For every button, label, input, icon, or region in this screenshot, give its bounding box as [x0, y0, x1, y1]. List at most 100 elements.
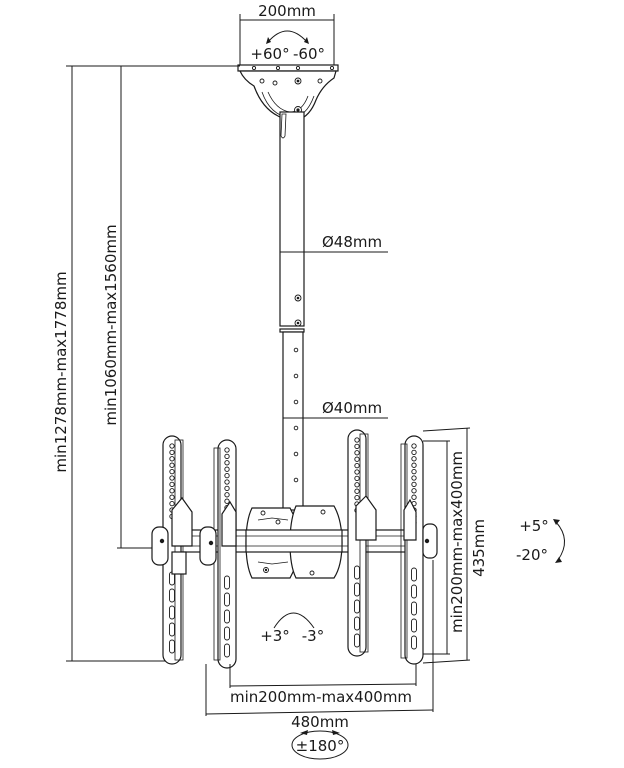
- mount-hole: [411, 468, 417, 475]
- ceiling-plate-dimension: 200mm +60° -60°: [239, 2, 335, 66]
- tilt-arc-icon: [555, 521, 565, 561]
- mount-hole: [354, 450, 360, 456]
- mount-hole: [411, 481, 417, 488]
- roll-minus-label: -3°: [302, 627, 324, 645]
- mount-slot: [354, 599, 360, 614]
- lower-pole-diameter-dimension: Ø40mm: [283, 399, 388, 419]
- mount-slot: [411, 635, 417, 650]
- upper-pole-diameter-label: Ø48mm: [322, 233, 382, 251]
- vesa-horizontal-dimension: min200mm-max400mm: [229, 664, 417, 706]
- bracket-arm-right-rear: [347, 429, 369, 657]
- tilt-plus-label: +5°: [519, 517, 549, 535]
- mount-slot: [224, 609, 230, 624]
- roll-plus-label: +3°: [260, 627, 290, 645]
- mount-slot: [169, 639, 175, 654]
- mount-slot: [169, 622, 175, 637]
- mount-hole: [411, 449, 417, 456]
- rotation-label: ±180°: [296, 737, 345, 755]
- mount-hole: [169, 449, 175, 456]
- mount-slot: [354, 565, 360, 580]
- mount-hole: [224, 498, 230, 504]
- mount-hole: [224, 447, 230, 453]
- ceiling-plate-width-label: 200mm: [258, 2, 316, 20]
- rotation-ellipse-icon: [291, 730, 349, 760]
- arrow-head-icon: [266, 37, 271, 44]
- roll-arc-icon: [273, 612, 315, 629]
- mount-hole: [169, 468, 175, 475]
- mount-hole: [354, 494, 360, 501]
- swivel-arc-icon: [267, 30, 308, 43]
- mount-slot: [169, 588, 175, 603]
- mount-hole: [354, 456, 360, 462]
- mount-slot: [411, 618, 417, 633]
- mount-hole: [354, 482, 360, 488]
- lower-pole-diameter-label: Ø40mm: [322, 399, 382, 417]
- lower-pole: [282, 331, 304, 511]
- mount-slot: [224, 575, 230, 590]
- total-height-label: min1278mm-max1778mm: [52, 271, 70, 472]
- mount-hole: [354, 462, 360, 469]
- tilt-minus-label: -20°: [516, 546, 548, 564]
- knob-icon: [199, 526, 217, 566]
- mount-slot: [224, 643, 230, 658]
- vesa-vertical-label: min200mm-max400mm: [448, 451, 466, 633]
- tilt-annotation: +5° -20°: [516, 517, 565, 564]
- mount-slot: [411, 601, 417, 616]
- knob-icon: [151, 526, 169, 566]
- overall-width-dimension: 480mm: [205, 560, 434, 731]
- rotation-annotation: ±180°: [291, 730, 349, 760]
- bracket-arm-right-front: [400, 435, 424, 665]
- mount-hole: [169, 462, 175, 468]
- arrow-head-icon: [304, 37, 309, 44]
- mount-slot: [354, 582, 360, 597]
- mount-hole: [411, 494, 417, 500]
- mount-hole: [224, 479, 230, 485]
- mount-hole: [354, 475, 360, 482]
- center-clamp: [245, 505, 343, 579]
- ceiling-swivel-plus-label: +60°: [250, 45, 289, 63]
- ceiling-swivel-minus-label: -60°: [293, 45, 325, 63]
- mount-slot: [411, 567, 417, 582]
- roll-annotation: +3° -3°: [260, 612, 324, 645]
- mount-hole: [169, 500, 175, 507]
- upper-pole: [279, 111, 305, 333]
- mount-slot: [224, 626, 230, 641]
- pole-height-dimension: min1060mm-max1560mm: [102, 66, 155, 549]
- mount-hole: [224, 460, 230, 466]
- vesa-vertical-dimension: min200mm-max400mm: [423, 440, 466, 655]
- mount-hole: [169, 488, 175, 494]
- overall-width-label: 480mm: [291, 713, 349, 731]
- mount-slot: [224, 592, 230, 607]
- arm-clamps: [151, 495, 438, 575]
- mount-hole: [411, 456, 417, 462]
- mount-slot: [354, 633, 360, 648]
- ceiling-plate: [237, 64, 339, 122]
- total-height-dimension: min1278mm-max1778mm: [52, 65, 240, 662]
- mount-slot: [411, 584, 417, 599]
- mount-hole: [169, 443, 175, 449]
- mount-hole: [411, 488, 417, 494]
- mount-hole: [411, 443, 417, 449]
- mount-hole: [224, 453, 230, 460]
- mount-slot: [169, 605, 175, 620]
- mount-hole: [169, 481, 175, 488]
- bracket-height-dimension: 435mm: [422, 427, 488, 664]
- mount-hole: [354, 488, 360, 494]
- pole-height-label: min1060mm-max1560mm: [102, 224, 120, 425]
- mount-hole: [354, 443, 360, 450]
- knob-icon: [422, 523, 438, 559]
- mount-hole: [224, 485, 230, 492]
- mount-hole: [169, 475, 175, 481]
- mount-hole: [224, 472, 230, 479]
- mount-hole: [411, 475, 417, 481]
- mount-hole: [354, 437, 360, 443]
- mount-hole: [354, 469, 360, 475]
- mount-hole: [169, 494, 175, 500]
- mount-hole: [224, 466, 230, 472]
- vesa-horizontal-label: min200mm-max400mm: [230, 688, 412, 706]
- mount-hole: [411, 462, 417, 468]
- mount-hole: [224, 492, 230, 498]
- bracket-height-label: 435mm: [470, 519, 488, 577]
